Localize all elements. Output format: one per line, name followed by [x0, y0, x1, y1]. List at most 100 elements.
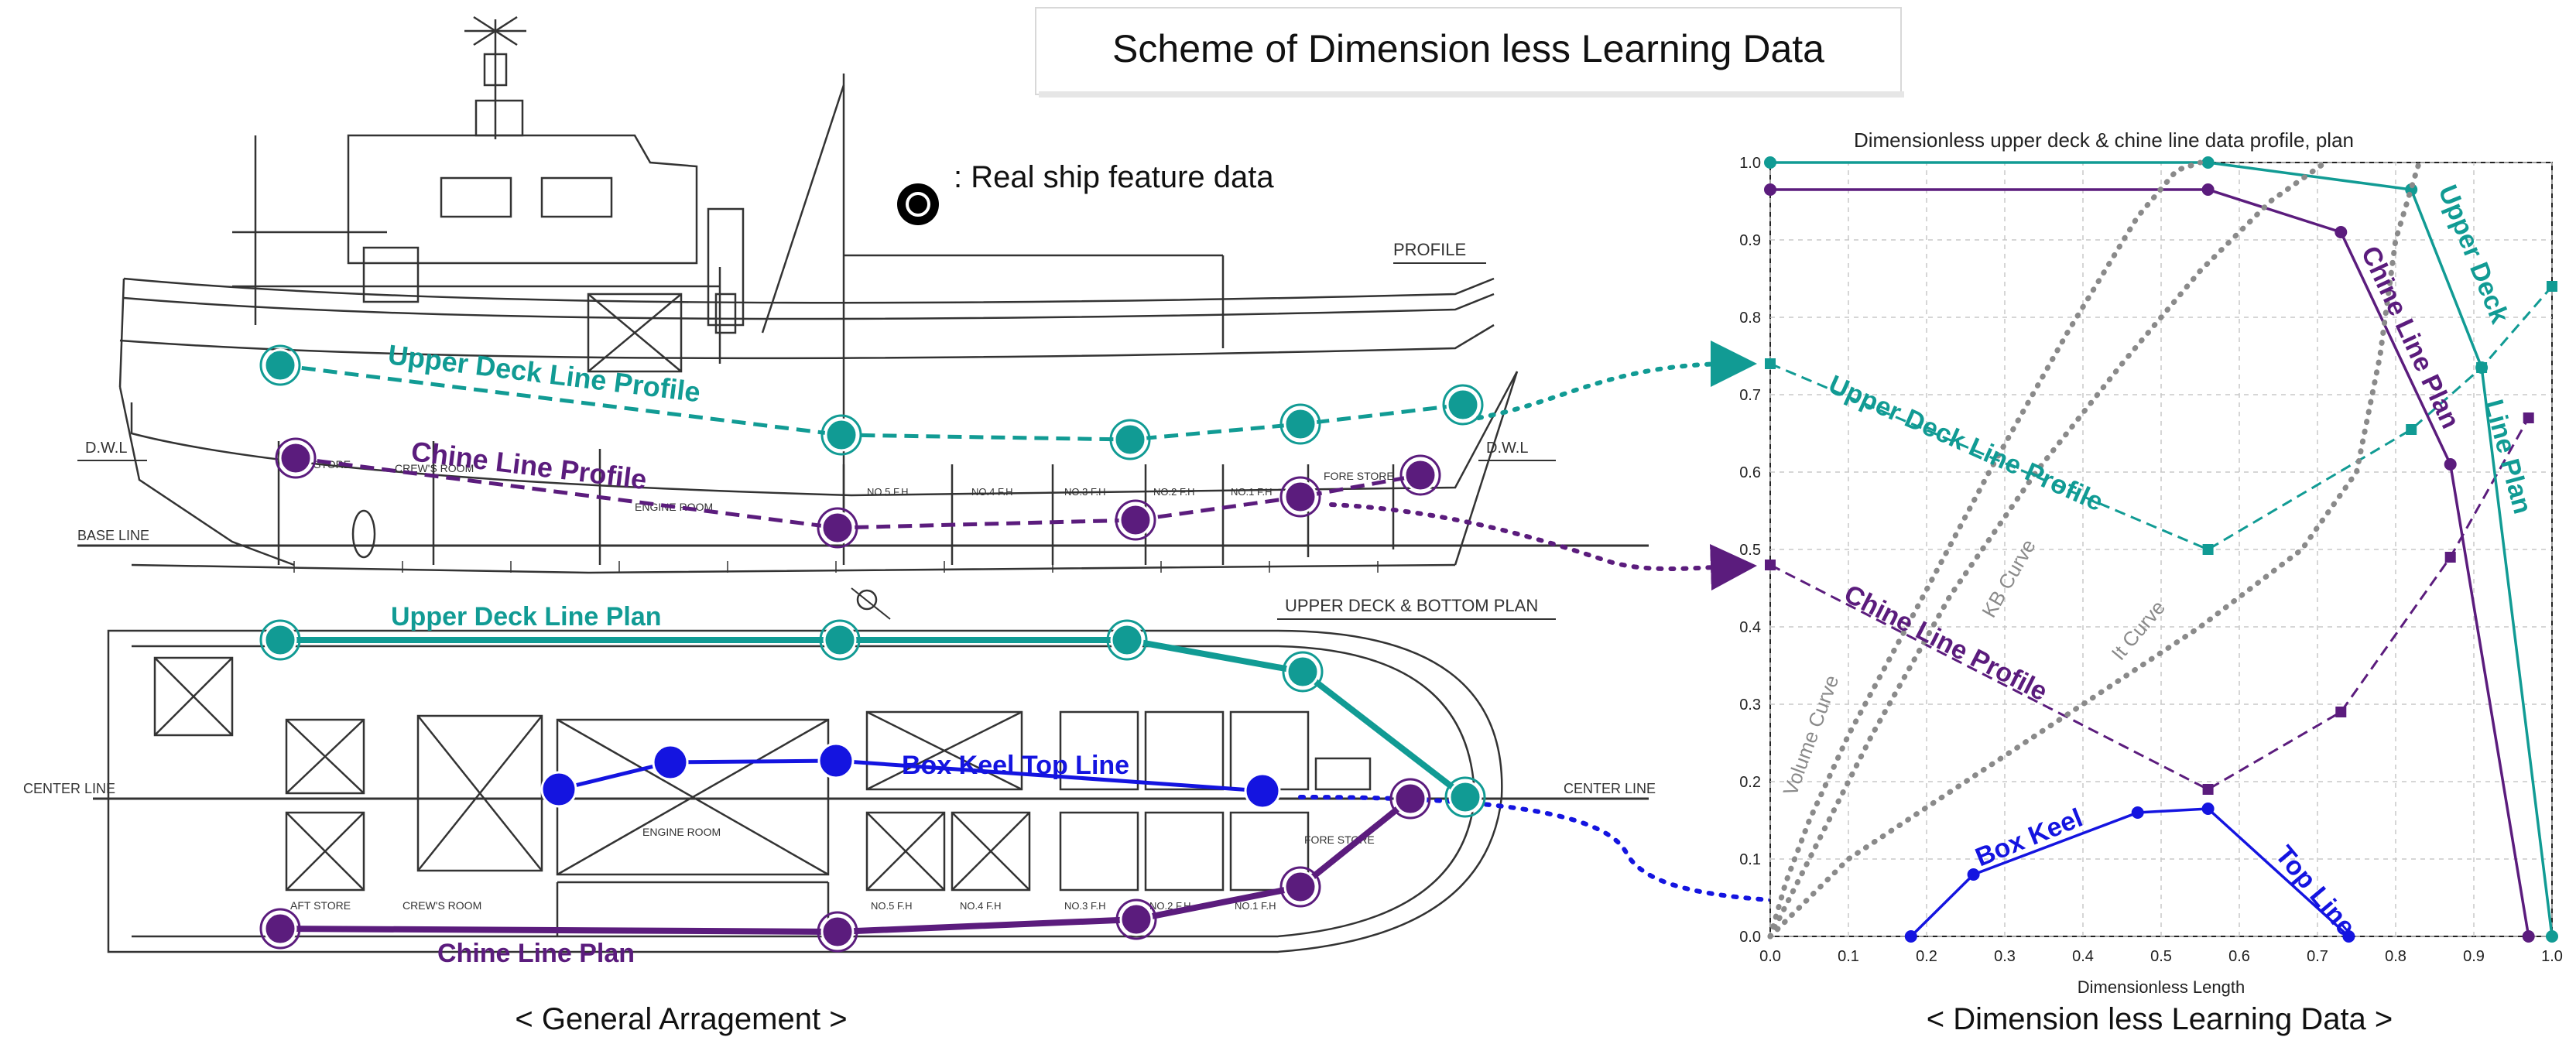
y-tick-label: 0.3 — [1739, 696, 1761, 714]
profile-fh-2: NO.2 F.H — [1153, 486, 1194, 498]
feature-point — [263, 623, 297, 657]
series-point — [2201, 183, 2215, 196]
plan-fh-1: NO.1 F.H — [1235, 900, 1276, 912]
feature-point — [823, 623, 857, 657]
profile-label: PROFILE — [1393, 240, 1466, 259]
feature-point — [1110, 623, 1144, 657]
x-tick-label: 0.9 — [2463, 948, 2485, 965]
title-box: Scheme of Dimension less Learning Data — [1035, 7, 1904, 98]
plan-crew-room: CREW'S ROOM — [402, 899, 481, 912]
series-point — [1765, 560, 1776, 570]
x-tick-label: 0.3 — [1994, 948, 2016, 965]
series-line — [1769, 286, 2554, 551]
series-point — [2406, 424, 2417, 435]
series-point — [1967, 868, 1980, 881]
dwl-right-label: D.W.L — [1486, 440, 1528, 457]
feature-point — [1286, 655, 1320, 689]
profile-fh-4: NO.4 F.H — [971, 486, 1012, 498]
plan-fh-5: NO.5 F.H — [871, 900, 912, 912]
series-point — [2523, 412, 2534, 423]
center-line-right-label: CENTER LINE — [1564, 781, 1656, 796]
x-tick-label: 0.0 — [1759, 948, 1781, 965]
series-line — [1767, 159, 2422, 939]
feature-point — [263, 348, 297, 382]
y-tick-label: 0.8 — [1739, 310, 1761, 327]
x-tick-label: 1.0 — [2541, 948, 2563, 965]
y-tick-label: 0.4 — [1739, 619, 1761, 636]
x-tick-label: 0.8 — [2385, 948, 2406, 965]
chine-plan-label: Chine Line Plan — [437, 939, 635, 968]
series-point — [2342, 930, 2355, 943]
x-tick-label: 0.6 — [2228, 948, 2250, 965]
y-tick-label: 0.6 — [1739, 464, 1761, 481]
feature-point — [263, 912, 297, 946]
plan-fh-3: NO.3 F.H — [1064, 900, 1105, 912]
feature-point — [1403, 458, 1437, 492]
series-point — [2334, 226, 2348, 238]
x-tick-label: 0.7 — [2307, 948, 2328, 965]
series-point — [1764, 183, 1776, 196]
series-point — [1765, 358, 1776, 369]
base-line-label: BASE LINE — [77, 528, 149, 543]
chine-profile-line — [295, 456, 1421, 530]
upper-deck-plan-line — [280, 637, 1468, 800]
plan-engine-room: ENGINE ROOM — [642, 826, 721, 838]
chart-series — [1764, 156, 2558, 943]
series-point — [2202, 784, 2214, 795]
chine-profile-label: Chine Line Profile — [409, 435, 649, 495]
series-point — [2444, 552, 2456, 563]
chart-ticks: 0.0 0.1 0.2 0.3 0.4 0.5 0.6 0.7 0.8 0.9 1.0 0.0 0.1 0… — [1739, 155, 2563, 965]
dimensionless-chart: Dimensionless upper deck & chine line da… — [1739, 128, 2563, 997]
feature-point — [820, 915, 855, 949]
y-tick-label: 0.0 — [1739, 929, 1761, 946]
y-tick-label: 0.5 — [1739, 542, 1761, 559]
drawing-feature-points — [259, 344, 1486, 953]
series-point — [2335, 707, 2347, 717]
upper-deck-plan-label: Upper Deck Line Plan — [391, 602, 662, 631]
y-tick-label: 0.2 — [1739, 774, 1761, 791]
profile-fh-5: NO.5 F.H — [867, 486, 908, 498]
y-tick-label: 0.7 — [1739, 387, 1761, 404]
plan-aft-store: AFT STORE — [290, 899, 351, 912]
y-tick-label: 0.9 — [1739, 232, 1761, 249]
chart-title: Dimensionless upper deck & chine line da… — [1854, 128, 2354, 152]
series-point — [2522, 930, 2535, 943]
profile-fh-1: NO.1 F.H — [1231, 486, 1272, 498]
series-line — [1767, 159, 2328, 939]
series-point — [2201, 156, 2215, 169]
y-tick-label: 0.1 — [1739, 851, 1761, 868]
y-tick-label: 1.0 — [1739, 155, 1761, 172]
dwl-left-label: D.W.L — [85, 440, 127, 457]
series-point — [2131, 806, 2144, 819]
series-line — [1769, 417, 2530, 791]
feature-point — [1283, 870, 1317, 904]
feature-point — [824, 418, 858, 452]
series-point — [2475, 361, 2489, 374]
x-tick-label: 0.1 — [1838, 948, 1859, 965]
feature-point — [1393, 782, 1427, 816]
figure-title: Scheme of Dimension less Learning Data — [1112, 27, 1824, 70]
series-point — [2546, 930, 2558, 943]
feature-point — [1244, 772, 1281, 809]
legend-note-text: : Real ship feature data — [954, 160, 1274, 194]
feature-point — [1119, 902, 1153, 936]
series-point — [2201, 803, 2215, 815]
series-line — [1767, 159, 2203, 939]
box-keel-top-label: Box Keel Top Line — [902, 751, 1129, 780]
feature-point — [1118, 503, 1153, 537]
feature-point — [540, 771, 577, 808]
feature-point — [1283, 407, 1317, 441]
feature-point — [1113, 423, 1147, 457]
series-point — [1904, 930, 1917, 943]
center-line-left-label: CENTER LINE — [23, 781, 115, 796]
chine-plan-line — [279, 796, 1413, 936]
x-tick-label: 0.2 — [1916, 948, 1937, 965]
series-point — [2202, 544, 2214, 555]
chine-connector — [1329, 502, 1757, 590]
profile-crew-room: CREW'S ROOM — [395, 462, 474, 474]
legend-note: : Real ship feature data — [897, 160, 1274, 225]
feature-point — [1283, 480, 1317, 514]
box-keel-top-line — [558, 758, 1263, 793]
feature-point — [279, 441, 313, 475]
